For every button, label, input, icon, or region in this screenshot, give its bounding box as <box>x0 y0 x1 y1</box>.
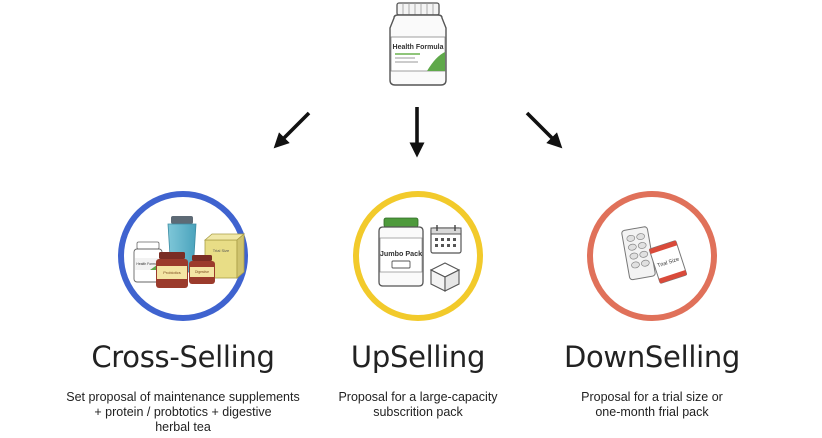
upselling-description: Proposal for a large-capacity subscritio… <box>288 390 548 420</box>
jumbo-pack-icon: Jumbo Pack <box>378 217 424 287</box>
arrow-right <box>525 111 563 149</box>
desc-line: Proposal for a trial size or <box>581 390 723 404</box>
downselling-description: Proposal for a trial size or one-month f… <box>522 390 782 420</box>
arrow-left <box>273 111 311 149</box>
cross-label-digestive-jar: Digestive <box>195 270 209 274</box>
cross-label-health-formula: Health Formula <box>136 262 159 266</box>
desc-line: one-month frial pack <box>595 405 709 419</box>
cross-selling-description: Set proposal of maintenance supplements … <box>43 390 323 435</box>
top-product-label: Health Formula <box>393 44 444 51</box>
desc-line: subscrition pack <box>373 405 463 419</box>
upselling-jumbo-label: Jumbo Pack <box>380 249 422 258</box>
cross-selling-title: Cross-Selling <box>91 340 275 374</box>
trial-pack-icon: Trial Size <box>649 240 687 284</box>
supplement-set-icon: Trial Size Health Formula Probiotics Dig… <box>133 216 246 288</box>
package-box-icon <box>429 262 461 292</box>
calendar-icon <box>430 225 462 254</box>
upselling-title: UpSelling <box>350 340 486 374</box>
cross-label-digestive: Trial Size <box>213 248 230 253</box>
desc-line: + protein / probtotics + digestive <box>94 405 272 419</box>
desc-line: Set proposal of maintenance supplements <box>66 390 300 404</box>
downselling-title: DownSelling <box>563 340 741 374</box>
desc-line: herbal tea <box>155 420 211 434</box>
top-product-bottle-icon: Health Formula <box>389 2 447 86</box>
desc-line: Proposal for a large-capacity <box>338 390 498 404</box>
blister-pack-icon <box>621 226 656 281</box>
cross-label-probiotics: Probiotics <box>163 270 181 275</box>
